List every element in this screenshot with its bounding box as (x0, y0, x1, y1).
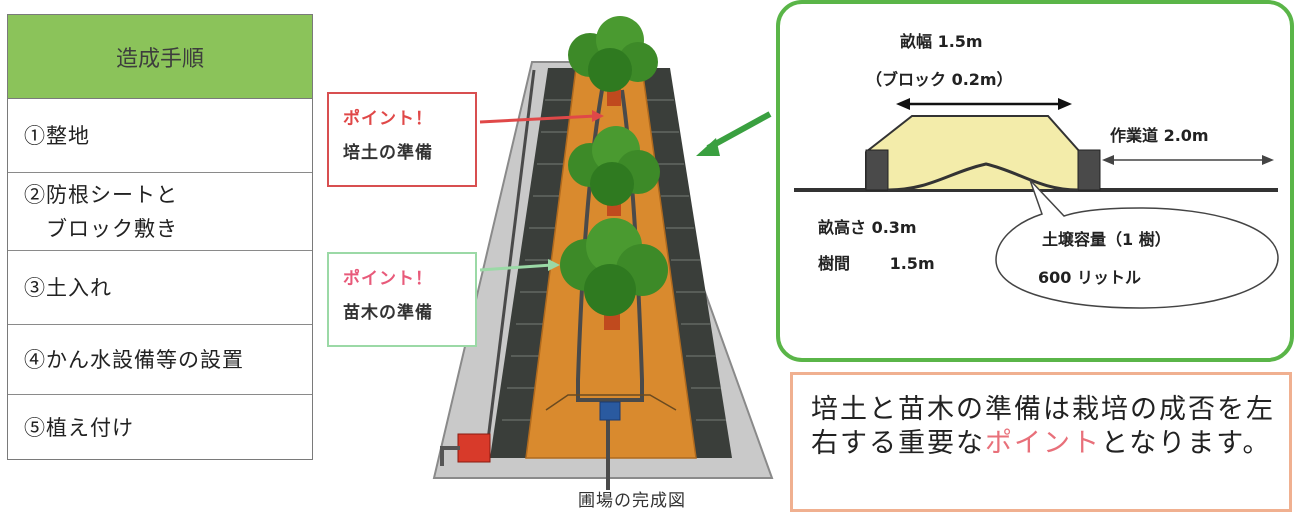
point-soil-title: ポイント！ (343, 109, 433, 129)
field-caption: 圃場の完成図 (578, 491, 686, 511)
field-illustration (432, 16, 774, 490)
tree-spacing-value: 1.5m (889, 254, 935, 273)
ridge-soil (865, 115, 1081, 191)
right-block (1077, 149, 1101, 191)
procedure-header: 造成手順 (8, 15, 312, 99)
soil-point-arrow (479, 114, 597, 124)
side-pipe (486, 69, 536, 441)
left-block-wall (490, 68, 576, 458)
tree-bottom (560, 218, 668, 330)
point-seedling-box: ポイント！ 苗木の準備 (327, 252, 477, 347)
soil-volume-label: 土壌容量（1 樹） (1042, 230, 1171, 249)
cross-section-panel: 畝幅 1.5m （ブロック 0.2m） 作業道 2.0m 畝高さ 0.3m 樹間… (776, 0, 1294, 362)
tree-middle (568, 126, 660, 216)
block-width-label: （ブロック 0.2m） (866, 70, 1013, 89)
procedure-table: 造成手順 ①整地 ②防根シートと ブロック敷き ③土入れ ④かん水設備等の設置 … (7, 14, 313, 460)
seedling-point-arrow (479, 263, 553, 272)
key-point-note: 培土と苗木の準備は栽培の成否を左右する重要なポイントとなります。 (790, 372, 1292, 512)
ridge-width-label: 畝幅 1.5m (900, 32, 983, 51)
pump-outlet (440, 446, 460, 466)
step-1-leveling: ①整地 (8, 99, 312, 173)
section-pointer-arrow (706, 111, 772, 151)
right-block-wall (642, 68, 732, 458)
note-highlight: ポイント (985, 428, 1101, 459)
soil-volume-bubble (995, 179, 1279, 309)
point-seedling-text: 苗木の準備 (343, 303, 433, 323)
tree-spacing-label: 樹間 1.5m (818, 250, 935, 274)
blue-valve (599, 401, 621, 421)
point-soil-text: 培土の準備 (343, 143, 433, 163)
note-text-before: 培土と苗木の準備は栽培の成否を左右する重要な (811, 394, 1275, 459)
block-seams (502, 99, 726, 421)
note-text-after: となります。 (1101, 428, 1272, 459)
work-road-label: 作業道 2.0m (1110, 126, 1209, 145)
soil-volume-value: 600 リットル (1038, 268, 1141, 287)
tree-spacing-name: 樹間 (818, 254, 851, 273)
red-pump (457, 433, 491, 463)
point-seedling-title: ポイント！ (343, 269, 433, 289)
root-sheet (887, 162, 1079, 192)
cross-section-drawing (794, 98, 1279, 309)
tree-top (568, 16, 658, 106)
step-5-planting: ⑤植え付け (24, 416, 134, 440)
left-block (865, 149, 889, 191)
step-3-soil-filling: ③土入れ (8, 251, 312, 325)
step-4-irrigation-setup: ④かん水設備等の設置 (8, 325, 312, 395)
point-soil-box: ポイント！ 培土の準備 (327, 92, 477, 187)
step-2-root-sheet-blocks: ②防根シートと ブロック敷き (8, 173, 312, 251)
ridge-height-label: 畝高さ 0.3m (818, 218, 917, 237)
